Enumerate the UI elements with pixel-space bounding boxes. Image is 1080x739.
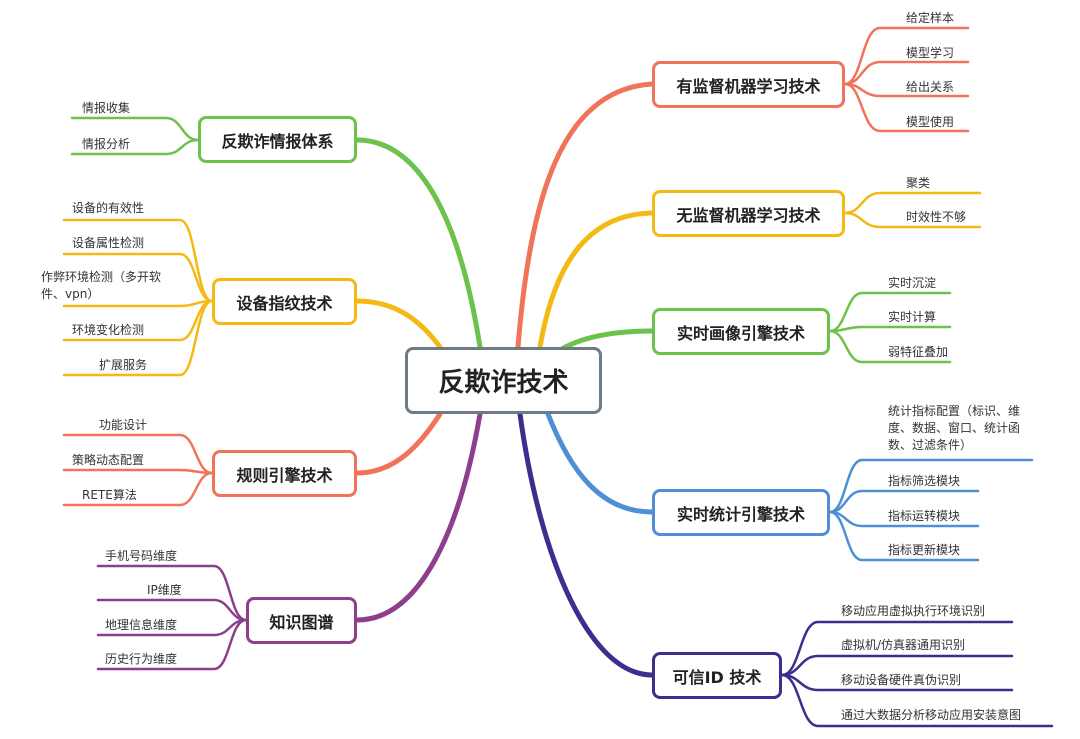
link-rules	[354, 411, 443, 476]
link-knowledge-leaf-3	[96, 618, 248, 671]
link-trusted-id	[517, 411, 655, 678]
leaf-function-design[interactable]: 功能设计	[99, 418, 148, 432]
link-intel	[354, 137, 483, 350]
leaf-intel-collection[interactable]: 情报收集	[82, 101, 131, 115]
leaf-given-samples[interactable]: 给定样本	[906, 11, 955, 25]
leaf-metric-update-module[interactable]: 指标更新模块	[888, 543, 961, 557]
leaf-device-attribute-detect[interactable]: 设备属性检测	[72, 236, 145, 250]
link-trusted-leaf-0	[780, 620, 1014, 677]
leaf-hardware-authenticity-detect[interactable]: 移动设备硬件真伪识别	[841, 673, 962, 687]
leaf-realtime-compute[interactable]: 实时计算	[888, 310, 937, 324]
leaf-clustering[interactable]: 聚类	[906, 176, 931, 190]
link-rules-leaf-2	[62, 471, 214, 507]
branch-unsupervised-ml[interactable]: 无监督机器学习技术	[652, 190, 845, 237]
branch-device-fingerprint[interactable]: 设备指纹技术	[212, 278, 357, 325]
leaf-intel-analysis[interactable]: 情报分析	[82, 137, 131, 151]
link-trusted-leaf-3	[780, 673, 1054, 728]
leaf-env-change-detect[interactable]: 环境变化检测	[72, 323, 145, 337]
leaf-give-relation[interactable]: 给出关系	[906, 80, 955, 94]
leaf-geo-dimension[interactable]: 地理信息维度	[105, 618, 178, 632]
leaf-bigdata-install-intent[interactable]: 通过大数据分析移动应用安装意图	[841, 708, 1022, 722]
leaf-timeliness-insufficient[interactable]: 时效性不够	[906, 210, 967, 224]
link-supervised-leaf-3	[843, 82, 970, 133]
leaf-realtime-accumulate[interactable]: 实时沉淀	[888, 276, 937, 290]
leaf-stat-metric-config[interactable]: 统计指标配置（标识、维度、数据、窗口、统计函数、过滤条件）	[888, 404, 1021, 452]
link-fingerprint-leaf-4	[62, 299, 214, 377]
branch-realtime-stats-engine[interactable]: 实时统计引擎技术	[652, 489, 830, 536]
link-rtprofile-leaf-2	[828, 329, 952, 364]
branch-anti-fraud-intel[interactable]: 反欺诈情报体系	[198, 116, 357, 163]
leaf-policy-dynamic-config[interactable]: 策略动态配置	[72, 453, 145, 467]
link-rtprofile-leaf-1	[828, 325, 952, 333]
leaf-cheat-env-detect[interactable]: 作弊环境检测（多开软件、vpn）	[41, 270, 162, 301]
link-fingerprint	[354, 298, 443, 350]
branch-rule-engine[interactable]: 规则引擎技术	[212, 450, 357, 497]
link-knowledge-leaf-0	[96, 564, 248, 622]
leaf-metric-filter-module[interactable]: 指标筛选模块	[888, 474, 961, 488]
leaf-model-usage[interactable]: 模型使用	[906, 115, 955, 129]
link-supervised-leaf-0	[843, 26, 970, 86]
leaf-device-validity[interactable]: 设备的有效性	[72, 201, 145, 215]
branch-trusted-id[interactable]: 可信ID 技术	[652, 652, 782, 699]
branch-supervised-ml[interactable]: 有监督机器学习技术	[652, 61, 845, 108]
leaf-history-behavior-dimension[interactable]: 历史行为维度	[105, 652, 178, 666]
link-fingerprint-leaf-0	[62, 218, 214, 303]
branch-realtime-profile-engine[interactable]: 实时画像引擎技术	[652, 308, 830, 355]
link-knowledge	[354, 411, 483, 623]
leaf-rete-algorithm[interactable]: RETE算法	[82, 488, 137, 502]
branch-knowledge-graph[interactable]: 知识图谱	[246, 597, 357, 644]
link-fingerprint-leaf-1	[62, 252, 214, 303]
leaf-weak-feature-stack[interactable]: 弱特征叠加	[888, 345, 949, 359]
leaf-ip-dimension[interactable]: IP维度	[147, 583, 182, 597]
leaf-mobile-virtual-env-detect[interactable]: 移动应用虚拟执行环境识别	[841, 604, 986, 618]
link-rtstats-leaf-3	[828, 510, 980, 562]
link-unsupervised-leaf-1	[843, 211, 982, 229]
link-realtime-stats	[545, 411, 655, 515]
leaf-vm-emulator-detect[interactable]: 虚拟机/仿真器通用识别	[841, 638, 966, 652]
link-intel-leaf-1	[70, 138, 200, 156]
leaf-extended-service[interactable]: 扩展服务	[99, 358, 148, 372]
leaf-phone-dimension[interactable]: 手机号码维度	[105, 549, 178, 563]
link-unsupervised	[537, 210, 655, 350]
central-topic[interactable]: 反欺诈技术	[405, 347, 602, 414]
leaf-metric-run-module[interactable]: 指标运转模块	[888, 509, 961, 523]
leaf-model-learning[interactable]: 模型学习	[906, 46, 955, 60]
link-realtime-profile	[557, 328, 655, 353]
link-rules-leaf-1	[62, 468, 214, 475]
link-supervised	[515, 81, 655, 350]
